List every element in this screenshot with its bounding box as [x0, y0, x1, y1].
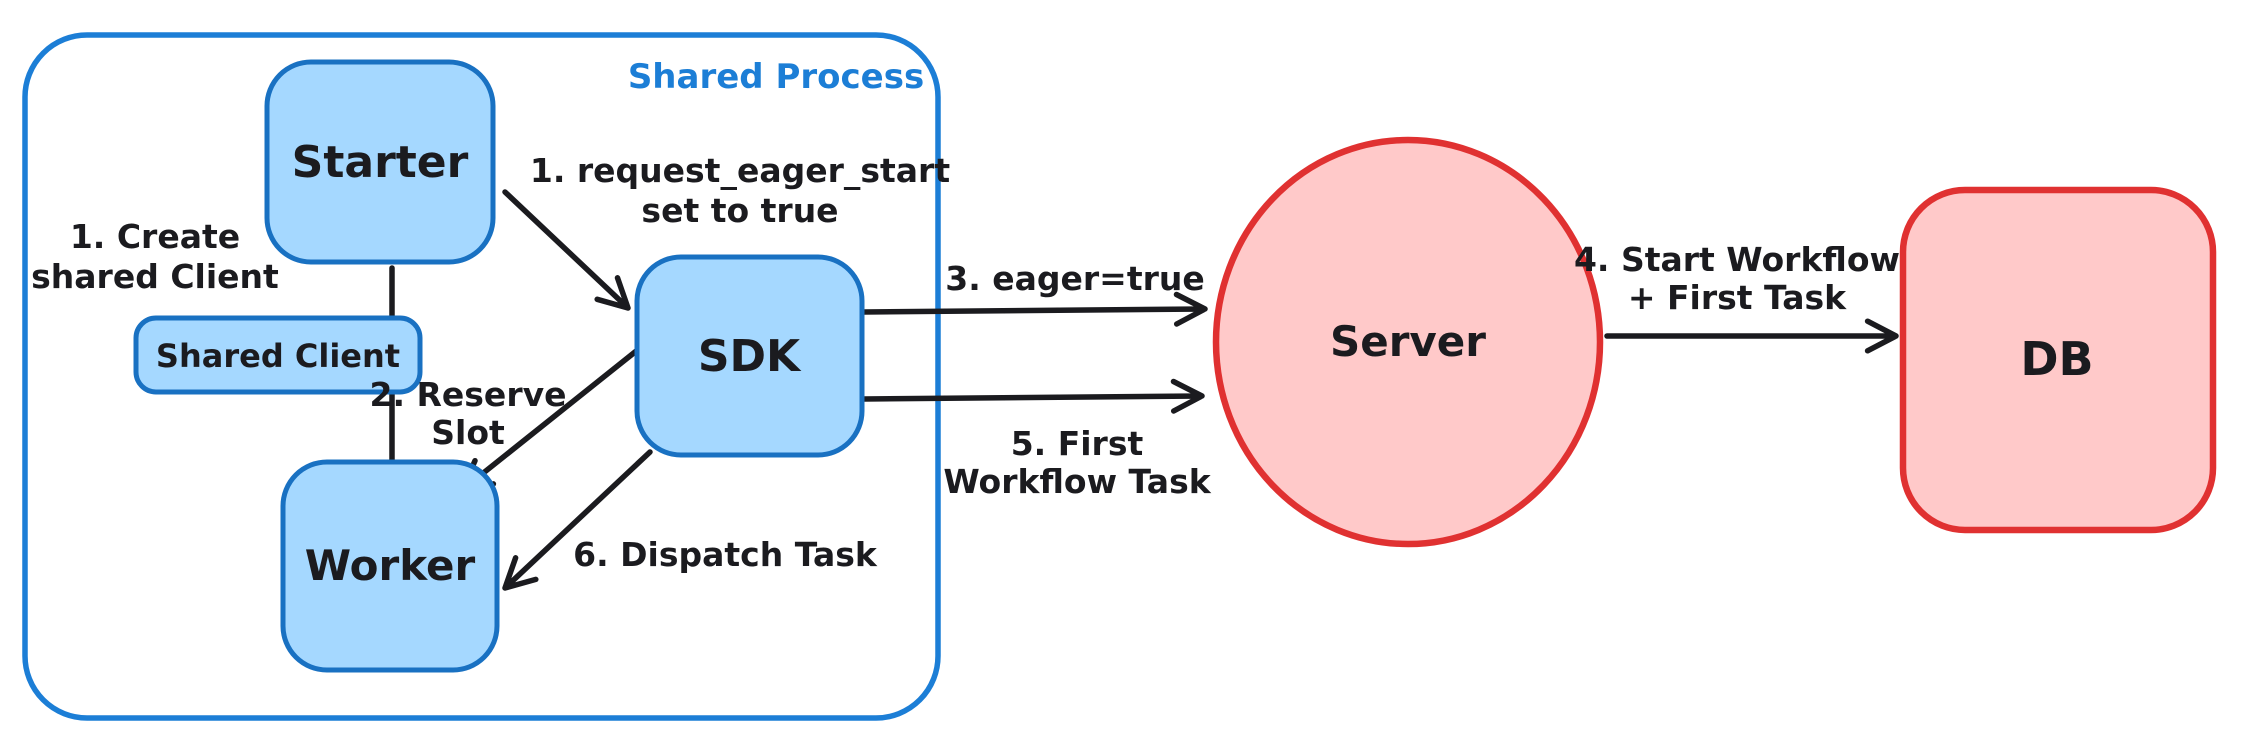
annotation-first-workflow-task: 5. First Workflow Task [943, 424, 1211, 501]
starter-label: Starter [292, 137, 469, 188]
shared-client-label: Shared Client [156, 337, 400, 375]
db-label: DB [2020, 332, 2093, 386]
db-box [1899, 186, 2217, 534]
annotation-reserve-slot: 2. Reserve Slot [370, 375, 567, 452]
reserve-slot-line2: Slot [431, 413, 505, 452]
annotation-eager-true: 3. eager=true [945, 259, 1205, 298]
reserve-slot-line1: 2. Reserve [370, 375, 567, 414]
node-db: DB [1899, 186, 2217, 534]
start-workflow-line1: 4. Start Workflow [1574, 240, 1900, 279]
worker-label: Worker [305, 541, 476, 590]
sdk-box [634, 254, 865, 458]
server-label: Server [1330, 317, 1486, 366]
request-eager-start-line1: 1. request_eager_start [530, 151, 950, 190]
worker-box [280, 459, 500, 673]
arrow-dispatch-task [502, 449, 653, 591]
node-sdk: SDK [634, 254, 865, 458]
create-shared-client-line1: 1. Create [70, 217, 240, 256]
node-worker: Worker [280, 459, 500, 673]
sdk-label: SDK [698, 331, 802, 382]
request-eager-start-line2: set to true [641, 191, 838, 230]
annotation-start-workflow: 4. Start Workflow + First Task [1574, 240, 1900, 317]
arrow-start-workflow [1604, 318, 1899, 354]
starter-box [264, 59, 496, 265]
create-shared-client-line2: shared Client [31, 257, 279, 296]
annotation-dispatch-task: 6. Dispatch Task [573, 535, 878, 574]
node-shared-client: Shared Client [133, 315, 423, 395]
arrow-request-eager-start [502, 189, 631, 311]
node-starter: Starter [264, 59, 496, 265]
first-workflow-task-line1: 5. First [1011, 424, 1144, 463]
node-server: Server [1212, 136, 1604, 548]
annotation-create-shared-client: 1. Create shared Client [31, 217, 279, 296]
shared-process-title: Shared Process [628, 57, 924, 97]
arrow-first-workflow-task [861, 378, 1205, 414]
first-workflow-task-line2: Workflow Task [943, 462, 1211, 501]
edges-layer [389, 189, 1899, 591]
annotation-request-eager-start: 1. request_eager_start set to true [530, 151, 950, 230]
server-circle [1212, 136, 1604, 548]
start-workflow-line2: + First Task [1628, 278, 1847, 317]
arrow-eager-true [861, 291, 1208, 327]
shared-process-container [22, 32, 941, 721]
shared-client-box [133, 315, 423, 395]
